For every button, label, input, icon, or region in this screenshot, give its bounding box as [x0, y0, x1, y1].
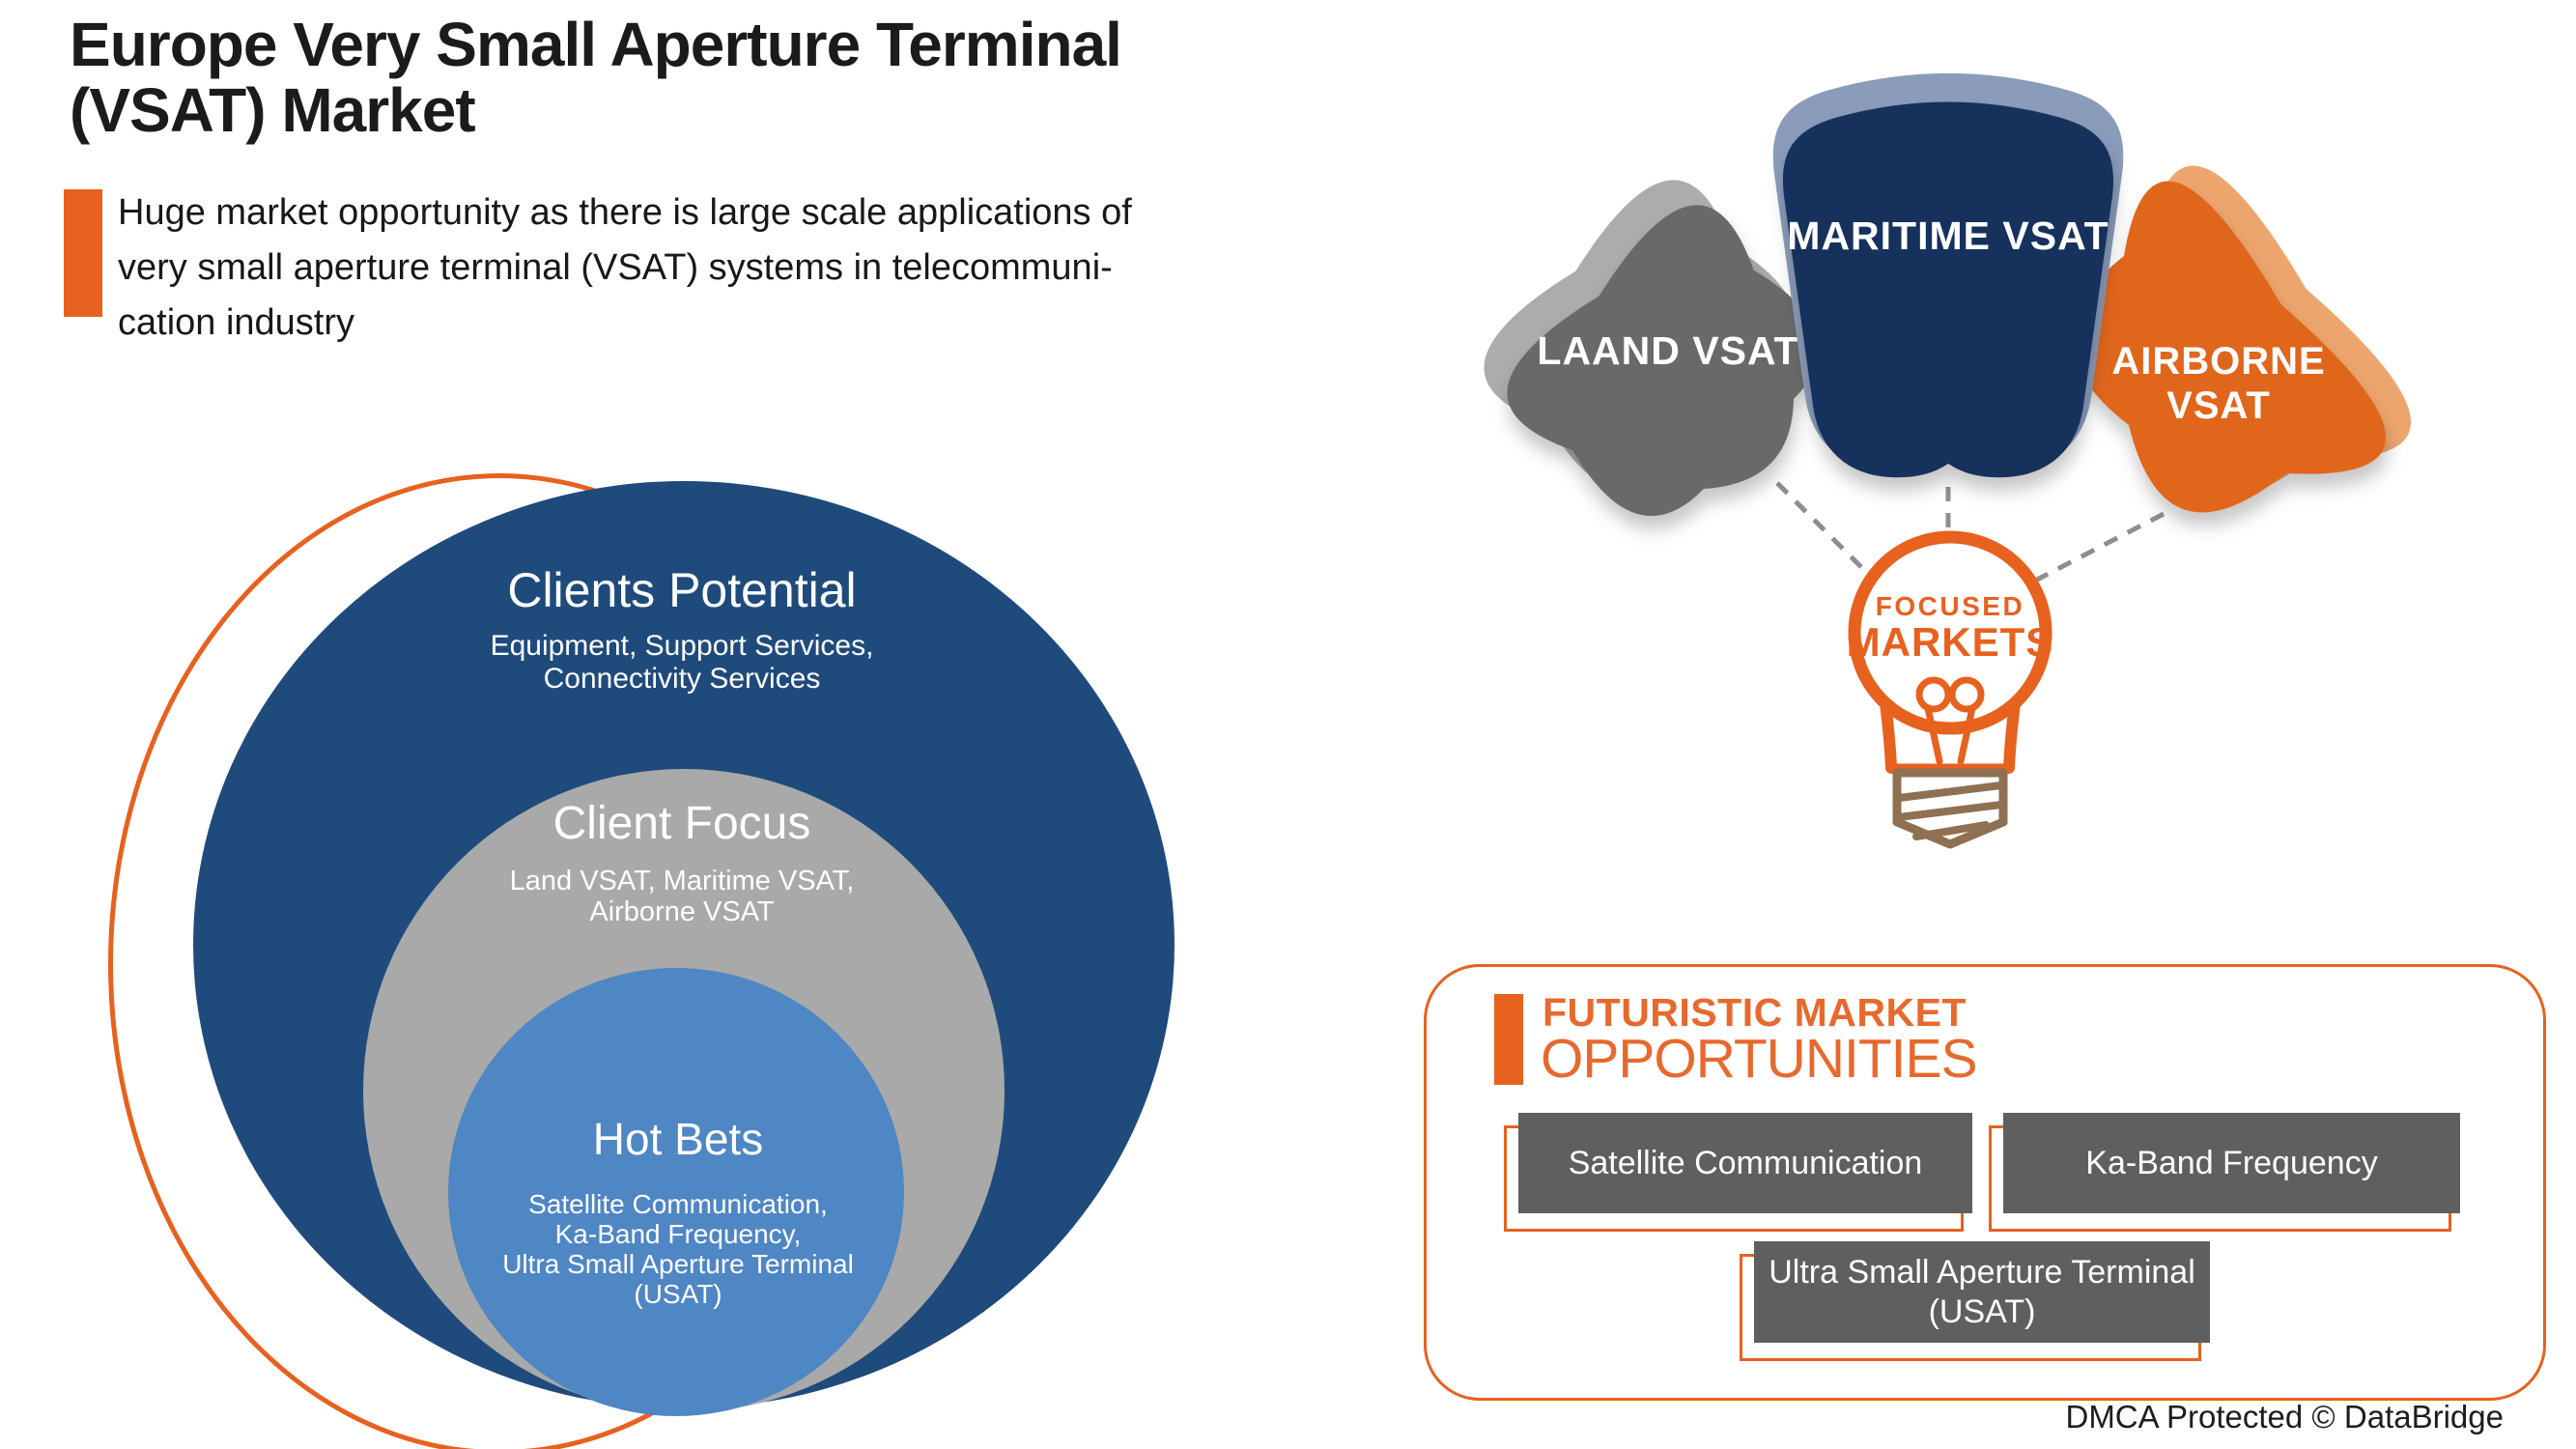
airborne-vsat-body [2071, 181, 2387, 513]
land-vsat-shape: LAAND VSAT [1484, 180, 1820, 517]
opportunity-label-2: Ka-Band Frequency [2085, 1144, 2378, 1181]
page-title-line1: Europe Very Small Aperture Terminal [70, 10, 1122, 79]
opportunities-heading-line1: FUTURISTIC MARKET [1543, 990, 1967, 1035]
subtitle-line2: very small aperture terminal (VSAT) syst… [118, 247, 1113, 288]
client-focus-title: Client Focus [552, 798, 811, 849]
airborne-vsat-label-line1: AIRBORNE [2111, 340, 2325, 383]
maritime-vsat-body [1782, 101, 2114, 478]
dashed-connector-airborne [2013, 511, 2166, 594]
subtitle: Huge market opportunity as there is larg… [118, 185, 1373, 351]
bulb-base-thread3 [1912, 821, 1990, 840]
airborne-vsat-label-line2: VSAT [2166, 384, 2271, 427]
dashed-connectors [1775, 481, 2166, 594]
hot-bets-item-line4: (USAT) [634, 1279, 722, 1310]
airborne-vsat-shape: AIRBORNE VSAT [2071, 165, 2412, 513]
hot-bets-title: Hot Bets [592, 1114, 764, 1164]
opportunity-box-ka-band-frequency: Ka-Band Frequency [2003, 1113, 2460, 1213]
hot-bets-circle [448, 968, 904, 1416]
opportunity-label-3-line2: (USAT) [1928, 1293, 2036, 1330]
opportunities-panel: FUTURISTIC MARKET OPPORTUNITIES Satellit… [1424, 964, 2546, 1401]
opportunity-label-1: Satellite Communication [1568, 1144, 1923, 1181]
subtitle-line1: Huge market opportunity as there is larg… [118, 192, 1132, 233]
land-vsat-label: LAAND VSAT [1537, 328, 1798, 373]
hot-bets-items: Satellite Communication, Ka-Band Frequen… [340, 1189, 1016, 1309]
subtitle-accent-bar [64, 189, 102, 317]
bulb-label-line1: FOCUSED [1876, 591, 2024, 621]
hot-bets-item-line2: Ka-Band Frequency, [554, 1219, 802, 1250]
hot-bets-item-line3: Ultra Small Aperture Terminal [502, 1249, 854, 1280]
bulb-glass [1848, 530, 2052, 735]
hot-bets-item-line1: Satellite Communication, [528, 1189, 828, 1219]
lightbulb-icon: FOCUSED MARKETS [1847, 530, 2054, 849]
client-focus-item-line2: Airborne VSAT [589, 896, 775, 928]
page-title-line2: (VSAT) Market [70, 75, 476, 146]
focused-markets-diagram: LAAND VSAT AIRBORNE VSAT MARITIME VSAT [1484, 72, 2412, 849]
opportunities-heading-line2: OPPORTUNITIES [1541, 1028, 1978, 1090]
bulb-neck-left [1880, 697, 1897, 774]
opportunity-label-3-line1: Ultra Small Aperture Terminal [1769, 1254, 2195, 1292]
bulb-base-thread1 [1895, 781, 2005, 802]
dmca-notice: DMCA Protected © DataBridge [2065, 1399, 2504, 1435]
bulb-neck-right [2003, 697, 2021, 774]
clients-potential-item-line1: Equipment, Support Services, [490, 630, 874, 662]
land-vsat-body [1507, 205, 1820, 517]
opportunities-accent-bar [1494, 994, 1523, 1085]
bulb-base [1892, 768, 2008, 849]
client-focus-items: Land VSAT, Maritime VSAT, Airborne VSAT [344, 866, 1020, 928]
maritime-vsat-shape: MARITIME VSAT [1772, 72, 2124, 478]
maritime-vsat-label: MARITIME VSAT [1787, 213, 2109, 258]
subtitle-line3: cation industry [118, 302, 355, 343]
opportunity-box-usat: Ultra Small Aperture Terminal (USAT) [1754, 1241, 2210, 1343]
page-title: Europe Very Small Aperture Terminal (VSA… [70, 12, 1518, 144]
clients-potential-items: Equipment, Support Services, Connectivit… [344, 630, 1020, 696]
client-focus-item-line1: Land VSAT, Maritime VSAT, [509, 866, 855, 896]
bulb-filament [1915, 676, 1985, 765]
clients-potential-title: Clients Potential [507, 563, 857, 617]
bulb-label-line2: MARKETS [1847, 619, 2054, 665]
opportunity-box-satellite-communication: Satellite Communication [1518, 1113, 1972, 1213]
bulb-base-thread2 [1895, 801, 2005, 821]
clients-potential-item-line2: Connectivity Services [543, 663, 821, 696]
